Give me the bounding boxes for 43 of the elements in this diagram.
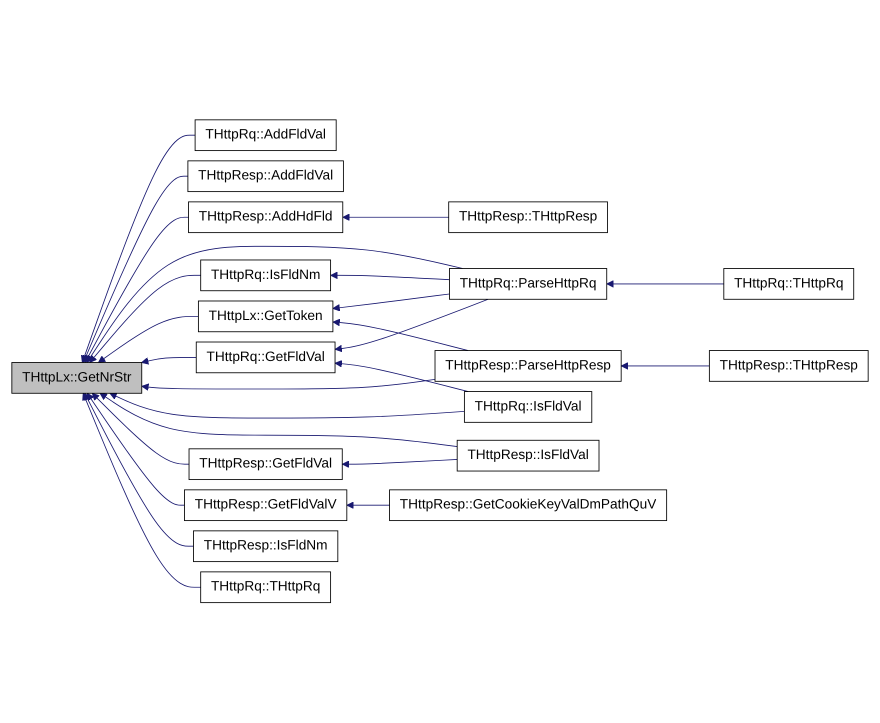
arrow	[86, 393, 185, 506]
arrow	[82, 176, 188, 364]
arrow	[100, 393, 458, 448]
arrow	[86, 246, 464, 364]
node-box: THttpRq::THttpRq	[200, 572, 332, 604]
node-box: THttpRq::GetFldVal	[196, 342, 336, 374]
node-box: THttpResp::GetFldVal	[188, 448, 343, 480]
arrow	[334, 299, 489, 352]
arrow	[84, 393, 194, 547]
node-box: THttpResp::IsFldVal	[456, 440, 600, 472]
arrow	[82, 393, 202, 588]
node-box: THttpResp::GetCookieKeyValDmPathQuV	[389, 490, 668, 522]
node-box: THttpResp::IsFldNm	[193, 530, 338, 562]
node-box: THttpLx::GetNrStr	[11, 362, 142, 394]
node-box: THttpResp::AddHdFld	[188, 202, 344, 234]
arrow	[620, 362, 710, 370]
node-box: THttpRq::THttpRq	[723, 268, 854, 300]
node-box: THttpRq::AddFldVal	[194, 120, 337, 152]
arrow	[98, 316, 199, 364]
arrow	[141, 379, 436, 392]
arrow	[334, 360, 469, 392]
node-box: THttpLx::GetToken	[198, 300, 334, 332]
arrow	[332, 294, 450, 312]
node-box: THttpResp::GetFldValV	[184, 490, 348, 522]
arrow	[110, 392, 465, 419]
arrow	[141, 357, 197, 365]
arrow	[89, 275, 202, 364]
arrow	[92, 393, 190, 465]
node-box: THttpResp::ParseHttpResp	[434, 350, 622, 382]
node-box: THttpRq::IsFldVal	[464, 391, 592, 424]
arrow	[81, 135, 196, 364]
node-box: THttpResp::THttpResp	[708, 350, 869, 382]
node-box: THttpResp::AddFldVal	[187, 160, 344, 192]
arrow	[606, 280, 724, 288]
arrow	[330, 272, 450, 280]
arrow	[84, 217, 189, 364]
node-box: THttpRq::IsFldNm	[200, 260, 332, 292]
arrow	[342, 214, 450, 222]
node-box: THttpResp::THttpResp	[448, 202, 608, 234]
arrow	[346, 502, 390, 510]
arrow	[342, 459, 458, 468]
node-box: THttpRq::ParseHttpRq	[449, 268, 608, 300]
arrow	[332, 319, 469, 352]
